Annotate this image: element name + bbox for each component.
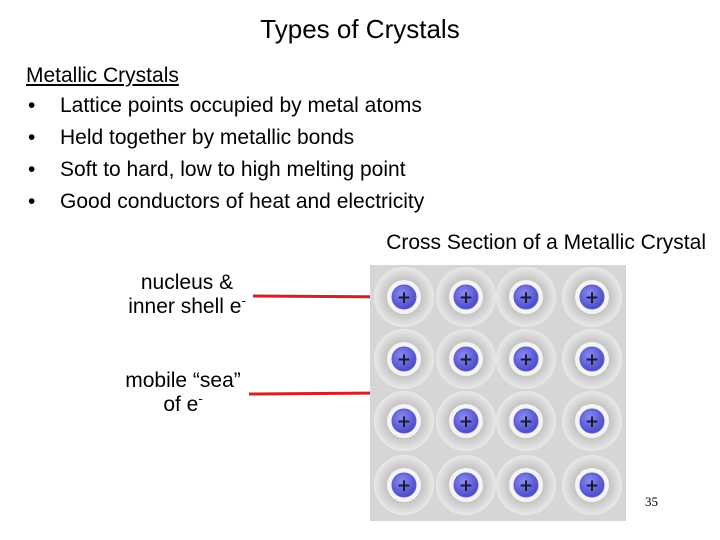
ion-charge-sign: +: [397, 476, 411, 496]
bullet-item: • Held together by metallic bonds: [26, 126, 424, 158]
ion-charge-sign: +: [519, 288, 533, 308]
metal-ion: [453, 472, 479, 498]
metal-ion: [453, 284, 479, 310]
metal-ion: [453, 346, 479, 372]
ion-lattice: + + + + + + + + + + + + + + + +: [387, 280, 609, 502]
ion-charge-sign: +: [397, 350, 411, 370]
nucleus-label-line2: inner shell e-: [114, 293, 260, 319]
ion-charge-sign: +: [519, 412, 533, 432]
bullet-dot: •: [28, 126, 36, 149]
electron-superscript: -: [241, 293, 246, 308]
ion-charge-sign: +: [459, 476, 473, 496]
ion-charge-sign: +: [459, 350, 473, 370]
sea-label: mobile “sea” of e-: [110, 369, 256, 417]
metal-ion: [579, 472, 605, 498]
sea-label-line2: of e-: [110, 391, 256, 417]
metal-ion: [453, 408, 479, 434]
metallic-crystal-image: + + + + + + + + + + + + + + + +: [370, 265, 626, 521]
metal-ion: [391, 408, 417, 434]
nucleus-label-line1: nucleus &: [140, 271, 234, 294]
bullet-text: Held together by metallic bonds: [60, 126, 355, 149]
bullet-item: • Lattice points occupied by metal atoms: [26, 94, 424, 126]
metal-ion: [579, 346, 605, 372]
bullet-text: Good conductors of heat and electricity: [60, 190, 425, 213]
sea-label-line1: mobile “sea”: [125, 369, 241, 392]
ion-charge-sign: +: [519, 476, 533, 496]
ion-charge-sign: +: [585, 412, 599, 432]
sea-arrow: [248, 389, 382, 397]
metal-ion: [513, 346, 539, 372]
ion-charge-sign: +: [397, 412, 411, 432]
figure-caption: Cross Section of a Metallic Crystal: [386, 231, 706, 254]
metal-ion: [579, 408, 605, 434]
ion-charge-sign: +: [397, 288, 411, 308]
page-number: 35: [645, 494, 658, 509]
bullet-item: • Good conductors of heat and electricit…: [26, 190, 424, 222]
nucleus-label-text: inner shell e: [128, 295, 242, 318]
bullet-list: • Lattice points occupied by metal atoms…: [26, 94, 424, 222]
ion-charge-sign: +: [585, 350, 599, 370]
bullet-text: Lattice points occupied by metal atoms: [60, 94, 422, 117]
metal-ion: [513, 284, 539, 310]
bullet-dot: •: [28, 158, 36, 181]
section-heading: Metallic Crystals: [26, 64, 179, 87]
metal-ion: [391, 346, 417, 372]
ion-charge-sign: +: [519, 350, 533, 370]
ion-charge-sign: +: [585, 476, 599, 496]
bullet-dot: •: [28, 94, 36, 117]
bullet-item: • Soft to hard, low to high melting poin…: [26, 158, 424, 190]
bullet-text: Soft to hard, low to high melting point: [60, 158, 406, 181]
metal-ion: [513, 408, 539, 434]
metal-ion: [391, 472, 417, 498]
metal-ion: [579, 284, 605, 310]
metal-ion: [513, 472, 539, 498]
ion-charge-sign: +: [585, 288, 599, 308]
metal-ion: [391, 284, 417, 310]
bullet-dot: •: [28, 190, 36, 213]
electron-superscript: -: [198, 391, 203, 406]
ion-charge-sign: +: [459, 412, 473, 432]
slide-title: Types of Crystals: [260, 14, 460, 44]
sea-label-text: of e: [163, 393, 199, 416]
ion-charge-sign: +: [459, 288, 473, 308]
nucleus-label: nucleus & inner shell e-: [114, 271, 260, 319]
